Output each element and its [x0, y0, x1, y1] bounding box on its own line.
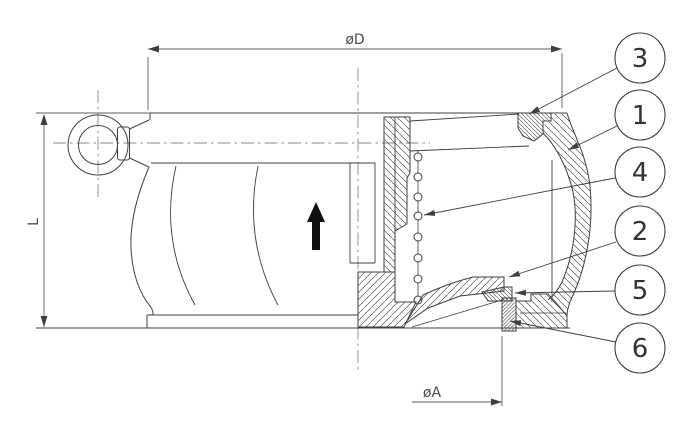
- dim-arrow-left: [148, 45, 159, 53]
- spring-coil: [413, 274, 423, 284]
- callout-3-label: 3: [632, 44, 649, 74]
- dimension-od: [147, 48, 563, 110]
- callout-5: 5: [614, 264, 666, 316]
- leader-6: [509, 320, 617, 343]
- callout-4: 4: [614, 146, 666, 198]
- leader-3: [528, 67, 618, 115]
- leader-5: [514, 289, 616, 296]
- dim-arrow-top: [40, 114, 48, 125]
- dim-arrow-bottom: [40, 316, 48, 327]
- spring-coil: [413, 172, 423, 182]
- callout-3: 3: [614, 32, 666, 84]
- valve-body-exterior: [36, 112, 570, 329]
- callout-balloons: 3 1 4 2 5 6: [614, 32, 666, 374]
- part-seat-ring: [501, 297, 517, 332]
- body-shell-hatch: [543, 114, 592, 316]
- leader-1: [567, 125, 618, 151]
- seat-cone-line: [411, 299, 503, 328]
- callout-2: 2: [614, 205, 666, 257]
- spring-coil: [413, 152, 423, 162]
- cover-passage-lines: [409, 113, 530, 152]
- eyebolt-outer-ring: [67, 114, 129, 176]
- body-bottom-flange: [515, 293, 568, 329]
- leader-2: [508, 241, 617, 278]
- callout-2-label: 2: [632, 217, 649, 247]
- spring-coil: [413, 232, 423, 242]
- callout-5-label: 5: [632, 276, 649, 306]
- flow-direction-arrow-icon: [307, 202, 325, 250]
- leader-4: [423, 177, 616, 216]
- spring-coil: [413, 192, 423, 202]
- center-guide-post: [349, 163, 376, 264]
- dimension-oa: [412, 336, 503, 406]
- lifting-eyebolt: [67, 114, 150, 176]
- dim-label-l: L: [26, 218, 42, 226]
- callout-6-label: 6: [632, 334, 649, 364]
- dim-arrow-right: [551, 45, 562, 53]
- eyebolt-boss: [129, 119, 150, 168]
- spring-coil: [413, 253, 423, 263]
- bottom-guide-block: [357, 271, 417, 328]
- callout-1-label: 1: [632, 101, 649, 131]
- spring: [413, 151, 423, 305]
- dim-label-od: øD: [345, 32, 364, 48]
- callout-1: 1: [614, 89, 666, 141]
- dim-arrow-oa: [491, 398, 502, 406]
- spring-coil: [413, 211, 423, 221]
- eyebolt-washer: [117, 126, 130, 161]
- callout-leaders: [423, 67, 618, 343]
- callout-4-label: 4: [632, 158, 649, 188]
- guide-tube-wall: [383, 116, 411, 273]
- dim-label-oa: øA: [423, 385, 442, 401]
- callout-6: 6: [614, 322, 666, 374]
